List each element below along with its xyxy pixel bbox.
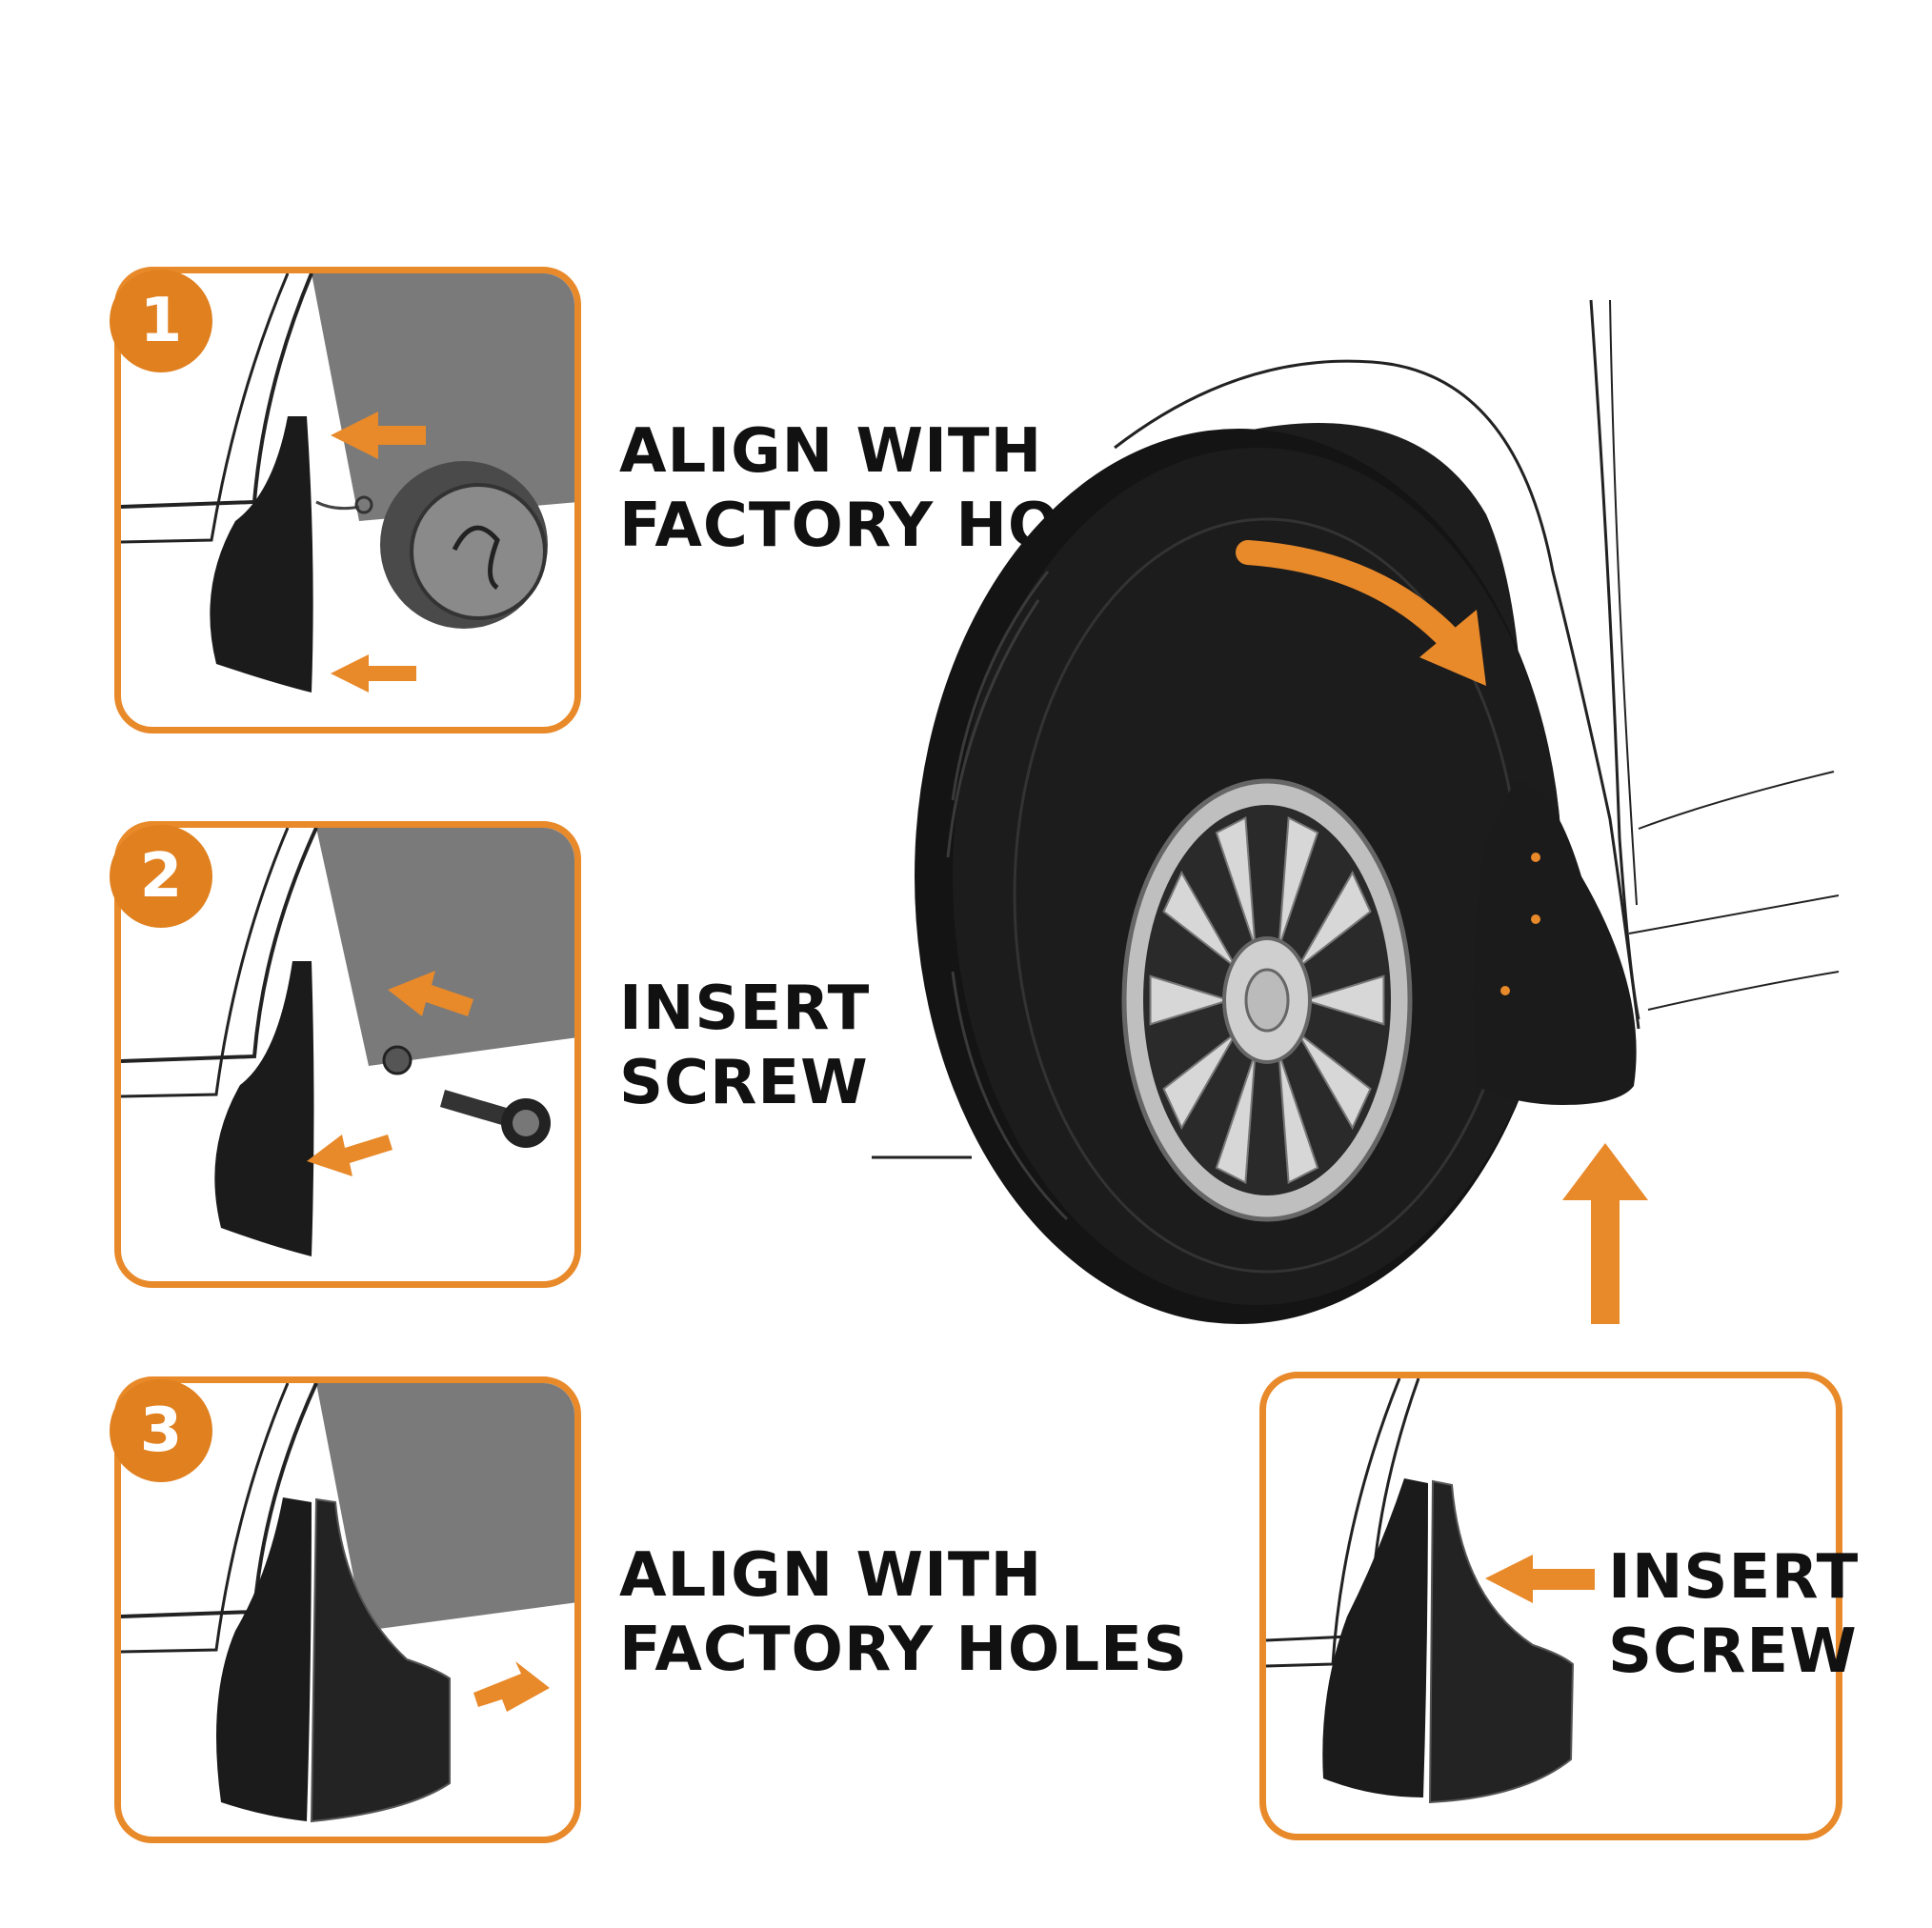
arrow-left-icon — [388, 971, 473, 1016]
wheel-well — [316, 1383, 574, 1631]
detail-label-line2: SCREW — [1608, 1617, 1858, 1687]
arrow-right-icon — [473, 1661, 550, 1712]
screw-icon — [440, 1090, 551, 1148]
rim-spoke — [1215, 815, 1257, 949]
wheel-well — [312, 273, 574, 521]
rim-spoke — [1162, 1032, 1238, 1131]
arrow-left-icon — [1485, 1555, 1595, 1603]
mud-flap — [214, 961, 314, 1256]
step-2-label-line2: SCREW — [619, 1048, 869, 1118]
step-2-label: INSERT SCREW — [619, 972, 870, 1120]
arrow-left-icon — [307, 1135, 392, 1176]
mud-flap-right — [310, 1497, 451, 1823]
wheel-well — [316, 828, 574, 1066]
step-2-label-line1: INSERT — [619, 974, 871, 1044]
step-2-badge: 2 — [110, 825, 212, 928]
arrow-left-icon — [331, 654, 416, 693]
detail-label-line1: INSERT — [1608, 1542, 1860, 1613]
step-2-illustration — [121, 828, 574, 1256]
step-3-badge: 3 — [110, 1379, 212, 1482]
screw-hole — [382, 1045, 413, 1075]
rim-spoke — [1278, 815, 1319, 949]
arrow-left-icon — [331, 412, 426, 459]
mud-flap-right — [1428, 1479, 1575, 1804]
step-3-label-line1: ALIGN WITH — [619, 1540, 1043, 1611]
hero-wheel-illustration — [872, 299, 1840, 1324]
mud-flap-left — [1322, 1478, 1428, 1797]
arrow-up-icon — [1562, 1143, 1648, 1324]
detail-panel — [1259, 1372, 1842, 1840]
rim-spoke — [1162, 870, 1238, 969]
step-1-badge: 1 — [110, 270, 212, 372]
body-line — [121, 273, 290, 544]
mud-flap-left — [216, 1497, 312, 1821]
mud-flap — [210, 416, 313, 693]
body-line — [121, 828, 290, 1098]
step-3-label-line2: FACTORY HOLES — [619, 1615, 1188, 1685]
fender-edge — [121, 828, 318, 1063]
mud-flap — [1473, 781, 1637, 1105]
rim-spoke — [1297, 870, 1372, 969]
detail-illustration — [1266, 1378, 1595, 1804]
step-3-illustration — [121, 1383, 574, 1823]
rim-spoke — [1215, 1052, 1257, 1185]
fender-edge — [121, 273, 313, 509]
body-line — [121, 1383, 290, 1654]
step-1-panel — [114, 267, 581, 733]
fender-arch — [1114, 359, 1640, 1030]
step-1-illustration — [121, 273, 574, 693]
detail-label: INSERT SCREW — [1608, 1540, 1859, 1689]
rim-spoke — [1297, 1032, 1372, 1131]
rim-spoke — [1149, 974, 1233, 1026]
screw-icon — [315, 500, 360, 511]
step-3-label: ALIGN WITH FACTORY HOLES — [619, 1538, 1188, 1687]
step-2-panel — [114, 821, 581, 1288]
step-1-label-line1: ALIGN WITH — [619, 416, 1043, 487]
rim — [1121, 778, 1413, 1222]
arrow-curve-icon — [1236, 540, 1470, 660]
rim-spoke — [1301, 974, 1385, 1026]
rim-spoke — [1278, 1052, 1319, 1185]
